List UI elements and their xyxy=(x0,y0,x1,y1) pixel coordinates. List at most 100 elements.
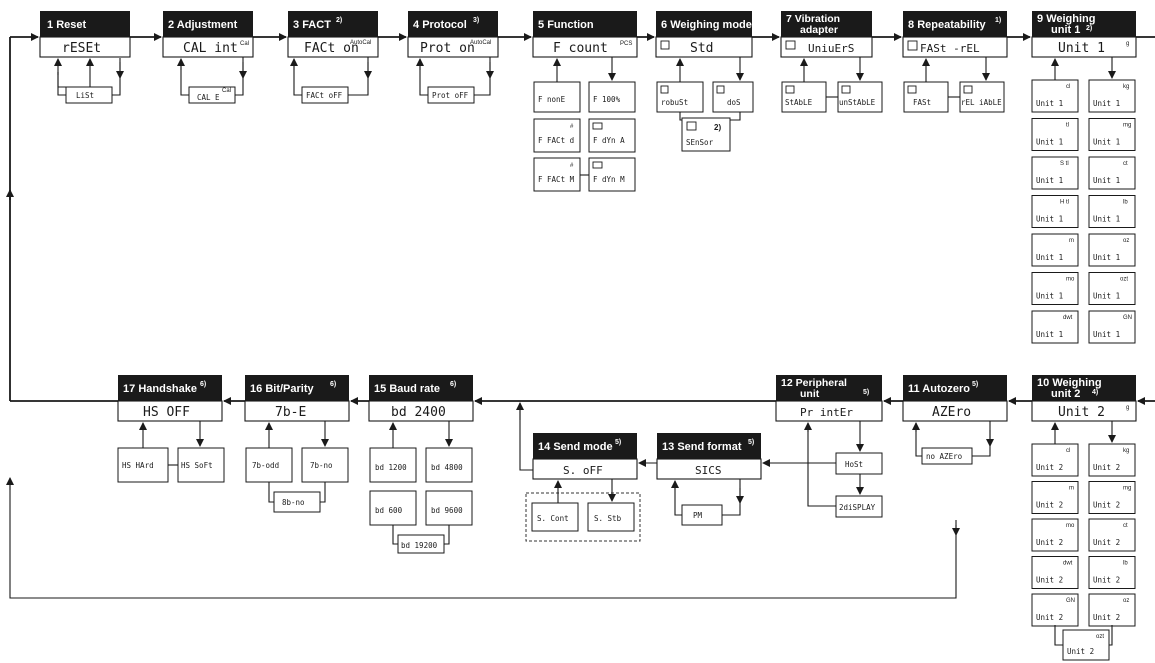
svg-text:F FACt M: F FACt M xyxy=(538,175,575,184)
svg-text:#: # xyxy=(570,163,574,169)
svg-text:doS: doS xyxy=(727,98,741,107)
svg-text:HS SoFt: HS SoFt xyxy=(181,461,213,470)
option-f-dyn-m xyxy=(588,157,636,192)
unit-text: Unit 1 xyxy=(1093,330,1120,339)
display-value: rESEt xyxy=(62,41,101,56)
svg-text:g: g xyxy=(1126,405,1129,411)
svg-text:9 Weighing: 9 Weighing xyxy=(1037,13,1095,25)
svg-text:7b-odd: 7b-odd xyxy=(252,461,279,470)
unit-option-H-tl xyxy=(1031,195,1079,228)
svg-text:12 Peripheral: 12 Peripheral xyxy=(781,377,847,389)
display-value: Unit 1 xyxy=(1058,41,1105,56)
svg-text:HoSt: HoSt xyxy=(845,460,863,469)
svg-text:PM: PM xyxy=(693,511,703,520)
unit-text: Unit 2 xyxy=(1093,576,1120,585)
unit-tag: ozt xyxy=(1120,277,1128,283)
repeatability-icon xyxy=(907,40,918,51)
block-11-autozero: 11 Autozero 5) AZEro no AZEro xyxy=(902,375,1008,465)
unit-option-S-tl xyxy=(1031,156,1079,190)
svg-text:2): 2) xyxy=(336,17,342,24)
unit-text: Unit 1 xyxy=(1036,215,1063,224)
block-12-peripheral-unit: 12 Peripheral unit 5) Pr intEr HoSt 2diS… xyxy=(775,375,883,518)
svg-text:F 100%: F 100% xyxy=(593,95,621,104)
block-1-reset: 1 Reset rESEt LiSt xyxy=(39,11,131,104)
svg-text:6): 6) xyxy=(330,381,336,388)
svg-text:7b-no: 7b-no xyxy=(310,461,333,470)
unit-tag: S tl xyxy=(1060,161,1069,167)
unit-option-ct xyxy=(1088,518,1136,552)
block-8-repeatability: 8 Repeatability 1) FASt -rEL FASt rEL iA… xyxy=(902,11,1008,113)
block-4-protocol: 4 Protocol 3) Prot on AutoCal Prot oFF xyxy=(407,11,499,104)
svg-text:16 Bit/Parity: 16 Bit/Parity xyxy=(250,383,314,395)
svg-text:unStAbLE: unStAbLE xyxy=(839,98,876,107)
block-13-send-format: 13 Send format 5) SICS PM xyxy=(656,433,762,526)
unit-text: Unit 1 xyxy=(1036,176,1063,185)
unit-text: Unit 1 xyxy=(1093,253,1120,262)
svg-text:unit: unit xyxy=(800,388,820,400)
svg-text:#: # xyxy=(570,124,574,130)
svg-text:4): 4) xyxy=(1092,389,1098,396)
option-stable xyxy=(781,81,827,113)
svg-text:10 Weighing: 10 Weighing xyxy=(1037,377,1102,389)
block-6-weighing-mode: 6 Weighing mode Std robuSt doS 2) SEnSor xyxy=(655,11,754,152)
flow-connectors xyxy=(6,33,1155,646)
svg-text:robuSt: robuSt xyxy=(661,98,688,107)
svg-text:unit 1: unit 1 xyxy=(1051,24,1080,36)
svg-text:5): 5) xyxy=(972,381,978,388)
dynamic-icon xyxy=(592,161,603,169)
option-f-100 xyxy=(588,81,636,113)
unit-tag: m xyxy=(1069,238,1074,244)
unit-text: Unit 1 xyxy=(1036,292,1063,301)
block-17-handshake: 17 Handshake 6) HS OFF HS HArd HS SoFt xyxy=(117,375,225,483)
unit-text: Unit 2 xyxy=(1036,538,1063,547)
unit-tag: mg xyxy=(1123,486,1131,492)
unit-option-m xyxy=(1031,233,1079,267)
display-value: CAL int xyxy=(183,41,238,56)
svg-text:bd 4800: bd 4800 xyxy=(431,463,463,472)
unit-option-mo xyxy=(1031,272,1079,305)
dosing-icon xyxy=(716,85,725,94)
unit-tag: cl xyxy=(1066,84,1070,90)
unit-tag: cl xyxy=(1066,448,1070,454)
sensor-icon xyxy=(686,121,697,131)
unit-option-ozt xyxy=(1088,272,1136,305)
unit-text: Unit 2 xyxy=(1093,501,1120,510)
svg-text:5): 5) xyxy=(615,439,621,446)
stable-icon xyxy=(785,85,795,94)
unit-option-GN xyxy=(1088,310,1136,344)
svg-text:StAbLE: StAbLE xyxy=(785,98,813,107)
block-5-function: 5 Function F count PCS F nonE F 100% # F… xyxy=(532,11,638,192)
unit-option-dwt xyxy=(1031,556,1079,589)
svg-text:Cal: Cal xyxy=(240,41,249,47)
display-value: AZEro xyxy=(932,405,971,420)
option-robust xyxy=(656,81,704,113)
svg-text:CAL E: CAL E xyxy=(197,93,220,102)
unit-text: Unit 1 xyxy=(1093,99,1120,108)
display-value: HS OFF xyxy=(143,405,190,420)
svg-text:1): 1) xyxy=(995,17,1001,24)
svg-text:g: g xyxy=(1126,41,1129,47)
unit-tag: ct xyxy=(1123,161,1128,167)
svg-text:5): 5) xyxy=(863,389,869,396)
svg-text:PCS: PCS xyxy=(620,41,632,47)
svg-text:7 Vibration: 7 Vibration xyxy=(786,13,840,25)
unit-text: Unit 1 xyxy=(1036,253,1063,262)
svg-text:Unit 2: Unit 2 xyxy=(1067,647,1094,656)
svg-text:S. Cont: S. Cont xyxy=(537,514,569,523)
svg-text:2 Adjustment: 2 Adjustment xyxy=(168,19,238,31)
display-value: UniuErS xyxy=(808,42,854,55)
svg-text:8b-no: 8b-no xyxy=(282,498,305,507)
display-value: F count xyxy=(553,41,608,56)
dynamic-icon xyxy=(592,122,603,130)
svg-text:2): 2) xyxy=(714,123,721,132)
unit-text: Unit 2 xyxy=(1036,613,1063,622)
unit-text: Unit 1 xyxy=(1093,176,1120,185)
svg-text:3): 3) xyxy=(473,17,479,24)
unit-option-ct xyxy=(1088,156,1136,190)
unit-text: Unit 1 xyxy=(1036,99,1063,108)
svg-text:2): 2) xyxy=(1086,25,1092,32)
svg-text:bd 9600: bd 9600 xyxy=(431,506,463,515)
